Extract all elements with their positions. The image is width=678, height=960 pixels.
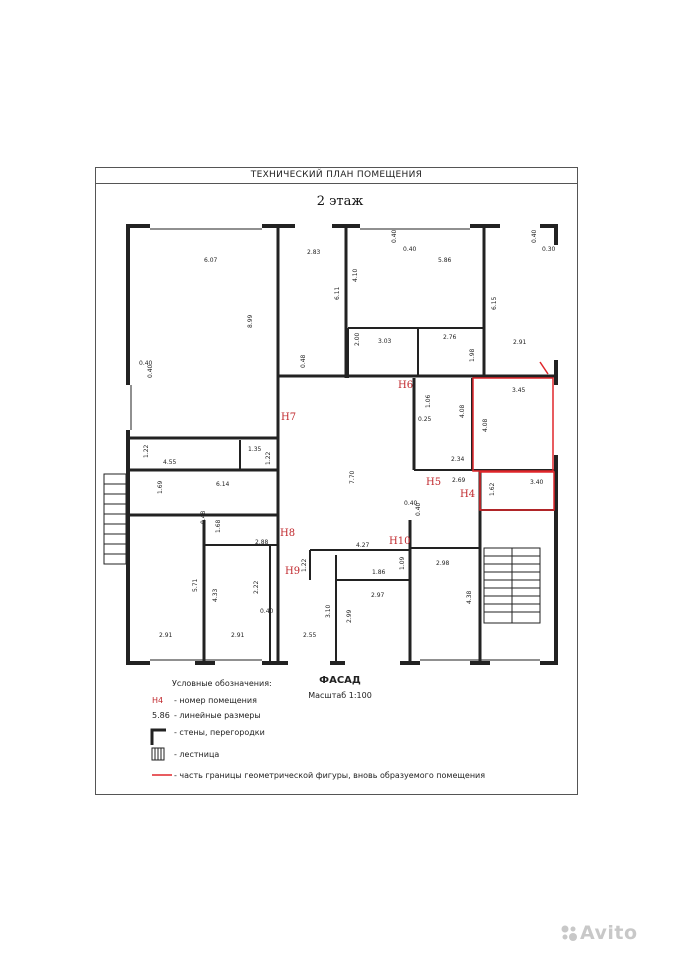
dim-label: 5.71 [192,578,199,592]
room-label-h6: Н6 [398,380,413,391]
dim-label: 1.62 [489,482,496,496]
dim-label: 0.40 [391,229,398,243]
dim-label: 0.30 [542,246,556,253]
floor-label: 2 этаж [316,194,364,209]
plan-title: ТЕХНИЧЕСКИЙ ПЛАН ПОМЕЩЕНИЯ [95,167,578,184]
dim-label: 1.22 [265,451,272,465]
dim-label: 6.14 [216,481,230,488]
room-label-h7: Н7 [281,412,296,423]
legend-row-stairs: - лестница [152,748,219,762]
dimension-labels: 6.07 8.99 2.83 6.11 0.40 0.40 4.10 5.86 … [139,229,556,639]
dim-label: 1.86 [372,569,386,576]
room-label-h5: Н5 [426,477,441,488]
dim-label: 4.08 [482,418,489,432]
dim-label: 2.83 [307,249,321,256]
dim-label: 3.45 [512,387,526,394]
drawing-frame [95,167,578,795]
dim-label: 1.22 [143,444,150,458]
dim-label: 1.35 [248,446,262,453]
dim-label: 0.48 [200,510,207,524]
dim-label: 3.03 [378,338,392,345]
dim-label: 2.55 [303,632,317,639]
dim-label: 1.22 [301,558,308,572]
dim-label: 1.06 [425,394,432,408]
legend-text: - стены, перегородки [174,728,265,737]
room-label-h9: Н9 [285,566,300,577]
dim-label: 1.98 [469,348,476,362]
legend-text: - лестница [174,750,220,759]
dim-label: 6.07 [204,257,218,264]
dim-label: 0.40 [531,229,538,243]
dim-label: 0.40 [415,502,422,516]
dim-label: 4.55 [163,459,177,466]
dim-label: 0.48 [300,354,307,368]
dim-label: 2.34 [451,456,465,463]
scale-label: Масштаб 1:100 [308,691,372,700]
dim-label: 2.91 [513,339,527,346]
dim-label: 5.86 [438,257,452,264]
room-label-h8: Н8 [280,528,295,539]
dim-label: 0.25 [418,416,432,423]
dim-label: 2.98 [436,560,450,567]
dim-label: 6.11 [334,286,341,300]
dim-label: 4.33 [212,588,219,602]
legend-row-walls: - стены, перегородки [152,726,265,740]
legend-symbol-room-number: Н4 [152,696,164,705]
dim-label: 2.69 [452,477,466,484]
dim-label: 0.40 [260,608,274,615]
room-label-h4: Н4 [460,489,475,500]
legend-row-room-number: Н4 - номер помещения [152,694,257,708]
dim-label: 4.27 [356,542,370,549]
dim-label: 2.91 [231,632,245,639]
dim-label: 4.08 [459,404,466,418]
dim-label: 4.38 [466,590,473,604]
stairs-left [103,473,127,565]
dim-label: 2.22 [253,580,260,594]
dim-label: 0.40 [403,246,417,253]
window-openings [125,223,559,666]
dim-label: 1.09 [399,556,406,570]
legend-symbol-dimensions: 5.86 [152,711,170,720]
avito-watermark: Avito [560,922,638,944]
wall-legend-icon [150,728,166,745]
legend-row-dimensions: 5.86 - линейные размеры [152,709,261,723]
facade-label: ФАСАД [319,675,361,686]
dim-label: 2.99 [346,609,353,623]
dim-label: 8.99 [247,314,254,328]
dim-label: 4.10 [352,268,359,282]
dim-label: 6.15 [491,296,498,310]
legend-title: Условные обозначения: [172,679,272,688]
dim-label: 1.68 [215,519,222,533]
room-label-h10: Н10 [389,536,410,547]
dim-label: 2.00 [354,332,361,346]
new-room-boundary [472,361,555,511]
legend-text: - часть границы геометрической фигуры, в… [174,771,486,780]
walls [126,224,558,665]
stairs-legend-icon [151,747,165,761]
dim-label: 7.70 [349,470,356,484]
dim-label: 3.10 [325,604,332,618]
dim-label: 1.69 [157,480,164,494]
dim-label: 2.97 [371,592,385,599]
dim-label: 0.40 [147,364,154,378]
legend-symbols [150,728,172,776]
dim-label: 0.40 [139,360,153,367]
dim-label: 3.40 [530,479,544,486]
room-number-labels: Н6 Н7 Н5 Н4 Н8 Н10 Н9 [280,380,475,577]
dim-label: 0.40 [404,500,418,507]
legend-text: - линейные размеры [174,711,261,720]
dim-label: 2.91 [159,632,173,639]
watermark-text: Avito [580,922,638,944]
legend-text: - номер помещения [174,696,257,705]
stairs-right [483,547,541,624]
avito-logo-icon [561,925,577,941]
dim-label: 2.76 [443,334,457,341]
legend-row-boundary: - часть границы геометрической фигуры, в… [152,769,485,783]
dim-label: 2.88 [255,539,269,546]
